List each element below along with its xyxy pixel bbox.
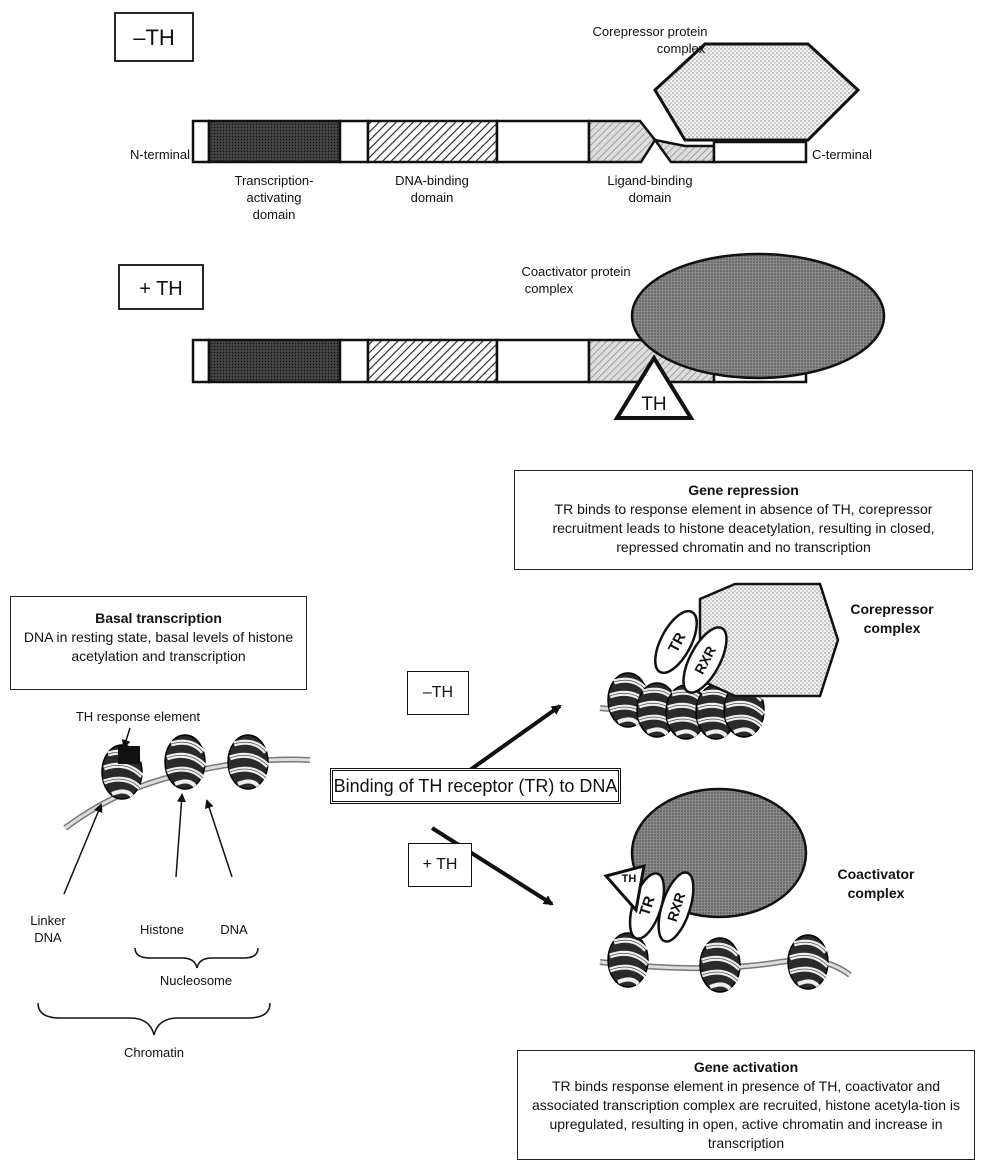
- coactivator-label-line1: Coactivator protein: [521, 264, 630, 279]
- linker-label-1: Linker: [30, 913, 66, 928]
- corepressor-label-line2: complex: [657, 41, 706, 56]
- repression-complex: TR RXR Corepressor complex: [600, 584, 934, 739]
- minus-th-receptor-panel: –TH Corepressor protein complex N-termin…: [115, 13, 872, 222]
- n-terminal-segment-2: [193, 340, 209, 382]
- hinge-segment: [497, 121, 589, 162]
- c-terminal-label: C-terminal: [812, 147, 872, 162]
- dna-binding-domain-2: [368, 340, 497, 382]
- nucleosome-brace: [135, 948, 258, 968]
- spacer-segment-1: [340, 121, 368, 162]
- basal-transcription-box: Basal transcription DNA in resting state…: [10, 596, 307, 690]
- gene-activation-title: Gene activation: [526, 1058, 966, 1077]
- linker-label-2: DNA: [34, 930, 62, 945]
- ligand-binding-domain-tail: [655, 140, 714, 162]
- tad-label-2: activating: [247, 190, 302, 205]
- lbd-label-1: Ligand-binding: [607, 173, 692, 188]
- n-terminal-label: N-terminal: [130, 147, 190, 162]
- gene-activation-box: Gene activation TR binds response elemen…: [517, 1050, 975, 1160]
- minus-th-center-label: –TH: [423, 684, 453, 702]
- minus-th-center-tag: –TH: [407, 671, 469, 715]
- binding-label: Binding of TH receptor (TR) to DNA: [334, 776, 618, 797]
- th-label-small: TH: [622, 873, 637, 885]
- plus-th-receptor-panel: + TH Coactivator protein complex TH: [119, 254, 884, 418]
- activation-complex: TR RXR TH Coactivator complex: [600, 789, 915, 992]
- th-ligand-label: TH: [641, 394, 666, 415]
- coactivator-ellipse: [632, 254, 884, 378]
- th-response-element-label: TH response element: [76, 709, 201, 724]
- dna-binding-domain: [368, 121, 497, 162]
- ligand-binding-domain: [589, 121, 655, 162]
- nucleosome-label: Nucleosome: [160, 973, 232, 988]
- minus-th-tag: –TH: [133, 25, 175, 50]
- gene-repression-body: TR binds to response element in absence …: [552, 501, 934, 555]
- plus-th-center-tag: + TH: [408, 843, 472, 887]
- dbd-label-2: domain: [411, 190, 454, 205]
- c-terminal-segment: [714, 142, 806, 162]
- transcription-activating-domain: [209, 121, 340, 162]
- histone-label: Histone: [140, 922, 184, 937]
- corepressor-complex-label-1: Corepressor: [850, 601, 934, 617]
- plus-th-tag: + TH: [139, 278, 183, 300]
- corepressor-hexagon: [655, 44, 858, 140]
- chromatin-brace: [38, 1003, 270, 1035]
- basal-transcription-body: DNA in resting state, basal levels of hi…: [24, 629, 293, 664]
- lbd-label-2: domain: [629, 190, 672, 205]
- spacer-segment-2: [340, 340, 368, 382]
- coactivator-complex-label-2: complex: [848, 885, 905, 901]
- th-response-element-mark: [118, 746, 140, 764]
- plus-th-center-label: + TH: [423, 856, 458, 874]
- dna-label: DNA: [220, 922, 248, 937]
- chromatin-label: Chromatin: [124, 1045, 184, 1060]
- tad-label-1: Transcription-: [235, 173, 314, 188]
- dbd-label-1: DNA-binding: [395, 173, 469, 188]
- n-terminal-segment: [193, 121, 209, 162]
- basal-transcription-title: Basal transcription: [17, 609, 300, 628]
- binding-box: Binding of TH receptor (TR) to DNA: [330, 768, 621, 804]
- corepressor-complex-label-2: complex: [864, 620, 921, 636]
- coactivator-complex-label-1: Coactivator: [837, 866, 915, 882]
- gene-repression-box: Gene repression TR binds to response ele…: [514, 470, 973, 570]
- coactivator-label-line2: complex: [525, 281, 574, 296]
- gene-activation-body: TR binds response element in presence of…: [532, 1078, 960, 1151]
- tad-label-3: domain: [253, 207, 296, 222]
- corepressor-label-line1: Corepressor protein: [593, 24, 708, 39]
- transcription-activating-domain-2: [209, 340, 340, 382]
- basal-chromatin: TH response element Linker DNA Histone D…: [30, 709, 310, 1060]
- gene-repression-title: Gene repression: [523, 481, 964, 500]
- hinge-segment-2: [497, 340, 589, 382]
